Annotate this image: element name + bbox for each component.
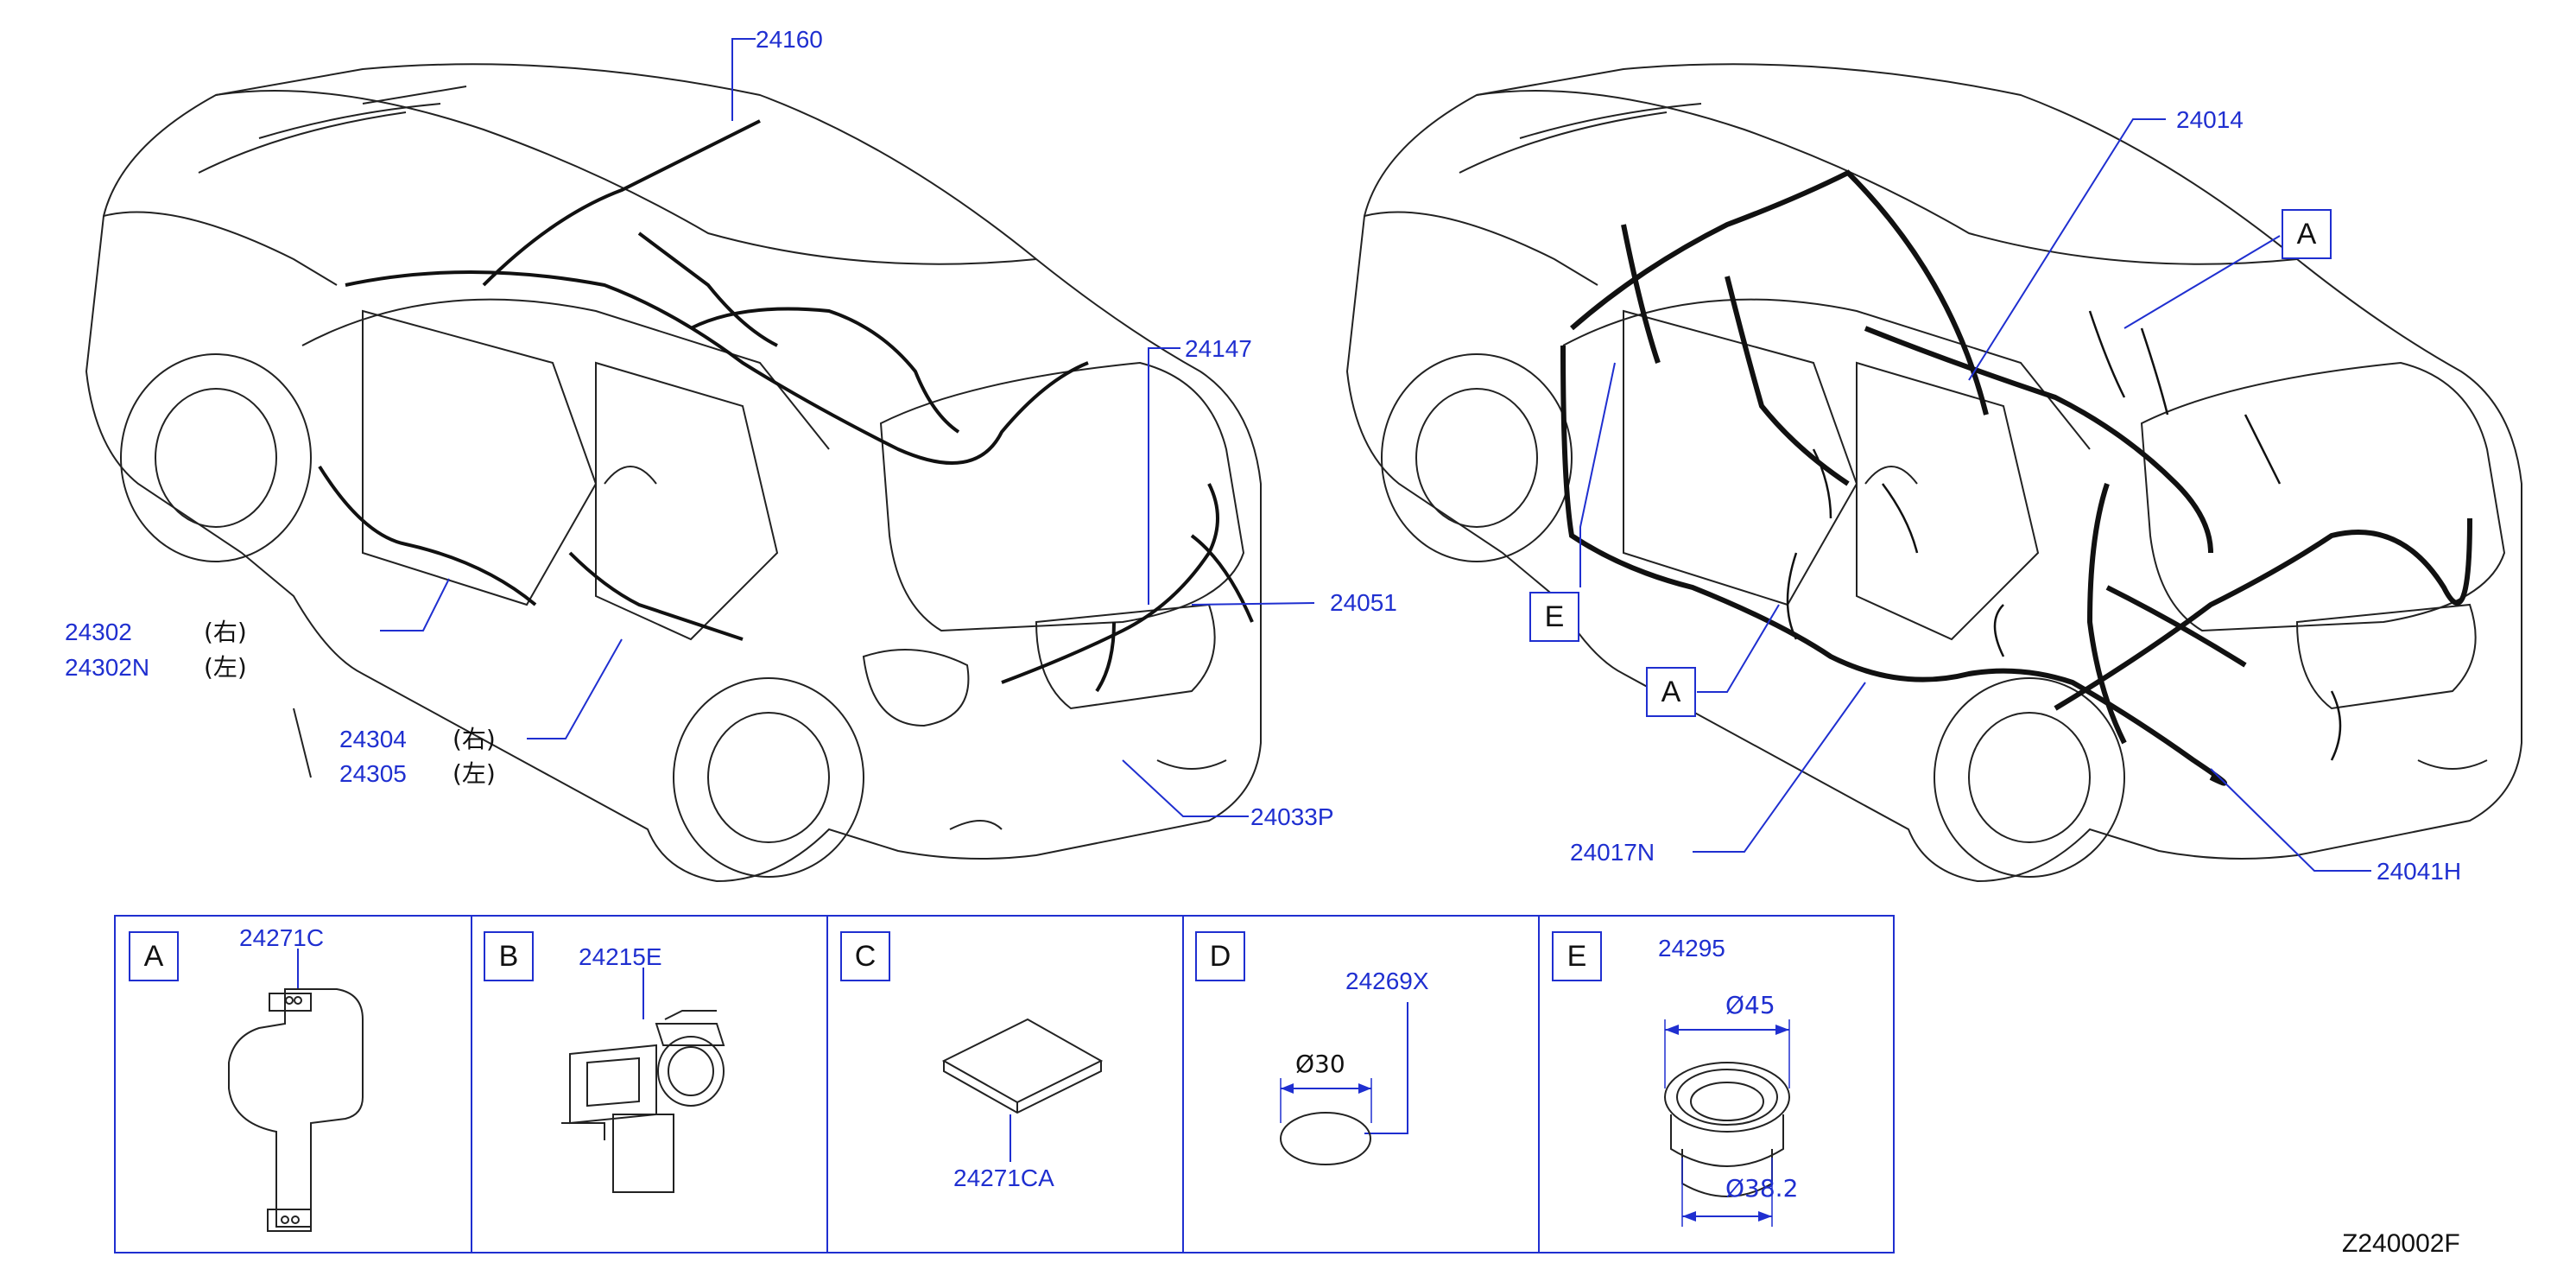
part-24271CA-drawing — [941, 1018, 1104, 1114]
part-24295-drawing — [1664, 1019, 1790, 1227]
right-car-branches — [1786, 310, 2342, 761]
part-label-24269X[interactable]: 24269X — [1345, 968, 1429, 994]
part-label-24302N[interactable]: 24302N — [65, 654, 150, 681]
part-label-24017N[interactable]: 24017N — [1570, 839, 1655, 866]
dimension-d45: Ø45 — [1725, 991, 1775, 1019]
panel-c-letter: C — [840, 931, 890, 981]
part-label-24051[interactable]: 24051 — [1330, 589, 1397, 616]
part-label-24271CA[interactable]: 24271CA — [953, 1165, 1054, 1191]
right-car-harness — [1560, 169, 2472, 786]
left-car-body — [85, 63, 1262, 883]
side-left-label: (左) — [453, 759, 496, 788]
side-right-label: (右) — [453, 725, 496, 753]
callout-e[interactable]: E — [1529, 592, 1579, 642]
panel-a-letter: A — [129, 931, 179, 981]
panel-d-letter: D — [1195, 931, 1245, 981]
part-label-24302[interactable]: 24302 — [65, 619, 132, 645]
left-car-harness — [318, 119, 1254, 693]
part-label-24160[interactable]: 24160 — [756, 26, 823, 53]
leader-lines — [380, 38, 2371, 872]
part-label-24304[interactable]: 24304 — [339, 726, 407, 752]
side-left-label: (左) — [204, 653, 247, 682]
panel-e-letter: E — [1552, 931, 1602, 981]
part-24215E-drawing — [561, 1010, 725, 1193]
panel-frame — [114, 915, 1895, 1253]
part-label-24033P[interactable]: 24033P — [1250, 803, 1334, 830]
part-label-24271C[interactable]: 24271C — [239, 924, 325, 951]
part-label-24147[interactable]: 24147 — [1185, 335, 1252, 362]
part-label-24305[interactable]: 24305 — [339, 760, 407, 787]
part-24269X-drawing — [1280, 1078, 1372, 1165]
dimension-d38: Ø38.2 — [1725, 1174, 1799, 1203]
callout-a-top[interactable]: A — [2282, 209, 2332, 259]
part-label-24014[interactable]: 24014 — [2176, 106, 2244, 133]
callout-a-bottom[interactable]: A — [1646, 667, 1696, 717]
side-right-label: (右) — [204, 618, 247, 646]
dimension-d30: Ø30 — [1295, 1050, 1345, 1078]
right-car-body — [1345, 63, 2522, 883]
part-label-24295[interactable]: 24295 — [1658, 935, 1725, 962]
part-label-24041H[interactable]: 24041H — [2377, 858, 2462, 885]
part-24271C-drawing — [228, 988, 364, 1232]
panel-b-letter: B — [484, 931, 534, 981]
part-label-24215E[interactable]: 24215E — [579, 943, 662, 970]
diagram-code: Z240002F — [2342, 1229, 2460, 1258]
